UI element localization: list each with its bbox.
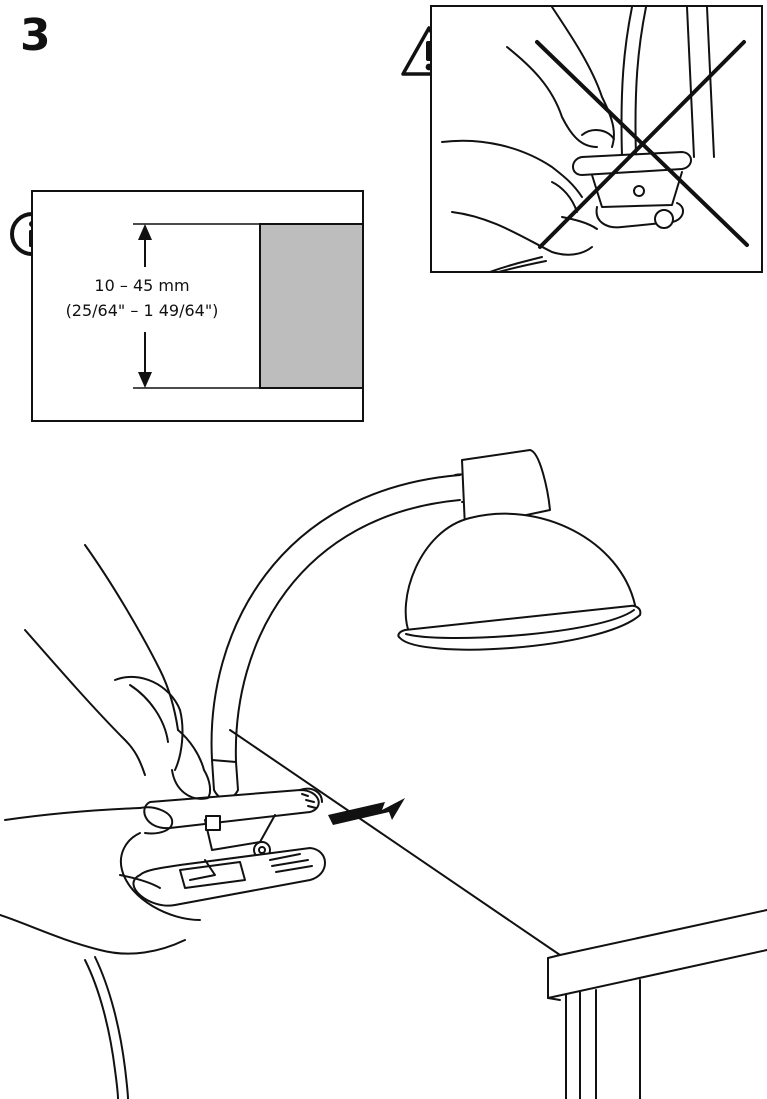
step-number: 3 bbox=[20, 10, 51, 61]
measurement-imperial: (25/64" – 1 49/64") bbox=[65, 301, 219, 320]
incorrect-usage-illustration bbox=[441, 7, 749, 271]
lamp-attach-illustration bbox=[0, 449, 767, 1099]
measurement-metric: 10 – 45 mm bbox=[94, 276, 190, 295]
thickness-info-panel bbox=[31, 190, 364, 422]
thickness-diagram bbox=[133, 223, 362, 389]
incorrect-usage-panel bbox=[430, 5, 763, 273]
